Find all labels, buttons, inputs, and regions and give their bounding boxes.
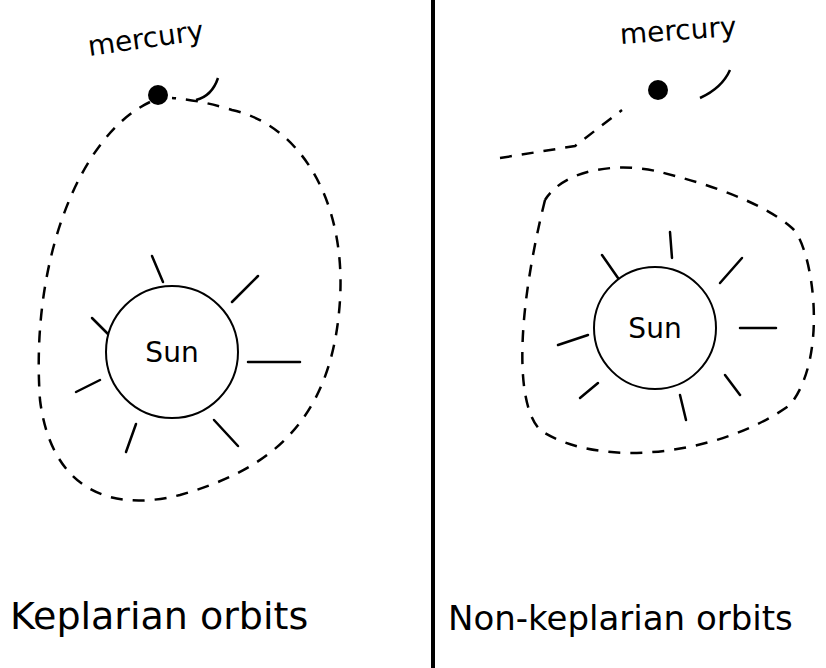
- sun-label: Sun: [628, 312, 681, 345]
- planet-label: mercury: [619, 12, 737, 51]
- leader-line: [196, 78, 218, 100]
- mercury-planet: [648, 80, 668, 100]
- mercury-planet: [148, 85, 168, 105]
- sun-circle: Sun: [593, 266, 717, 390]
- divider-line: [431, 0, 435, 668]
- leader-line: [700, 70, 730, 98]
- sun-label: Sun: [145, 336, 198, 369]
- sun-rays: [76, 232, 776, 452]
- caption-text: Keplarian orbits: [10, 596, 308, 638]
- caption-text: Non-keplarian orbits: [448, 600, 793, 637]
- planet-label: mercury: [86, 16, 206, 63]
- orbit-path: [39, 98, 814, 501]
- sun-circle: Sun: [105, 285, 239, 419]
